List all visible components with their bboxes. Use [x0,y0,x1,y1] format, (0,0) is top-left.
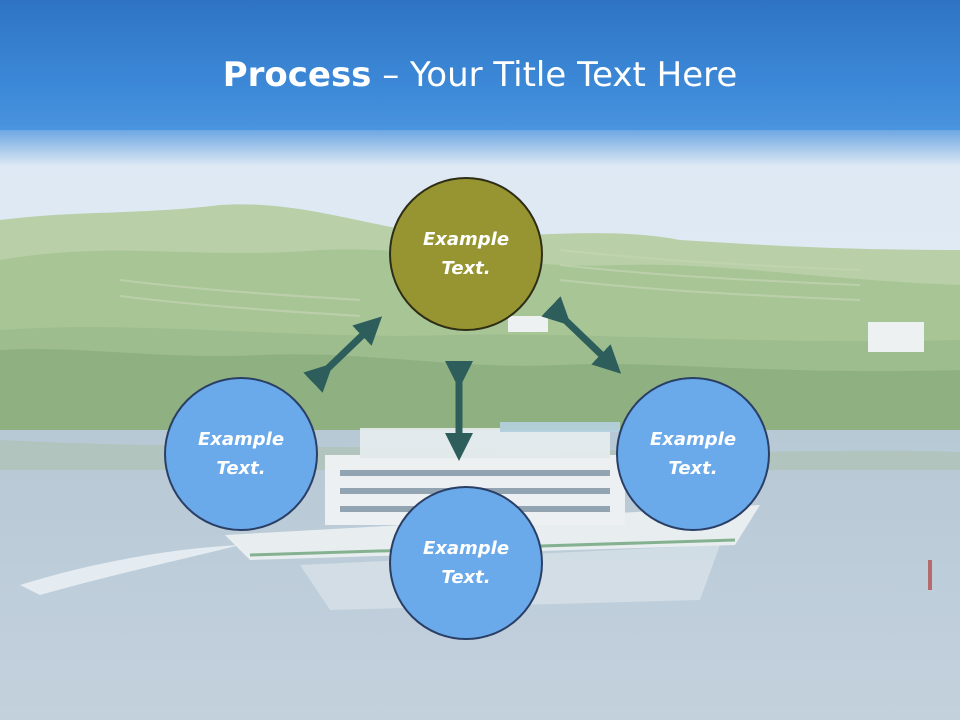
title-rest: – Your Title Text Here [371,55,738,95]
node-left: Example Text. [164,377,318,531]
node-top-label: Example Text. [422,229,510,279]
node-bottom: Example Text. [389,486,543,640]
node-bottom-label: Example Text. [422,538,510,588]
slide-title: Process – Your Title Text Here [0,52,960,98]
node-right: Example Text. [616,377,770,531]
node-top: Example Text. [389,177,543,331]
arrow-top-left [303,316,383,393]
node-right-label: Example Text. [649,429,737,479]
node-left-label: Example Text. [197,429,285,479]
title-bar [0,0,960,130]
arrow-top-right [541,296,622,374]
title-bold: Process [222,55,372,95]
title-bar-fade [0,126,960,166]
